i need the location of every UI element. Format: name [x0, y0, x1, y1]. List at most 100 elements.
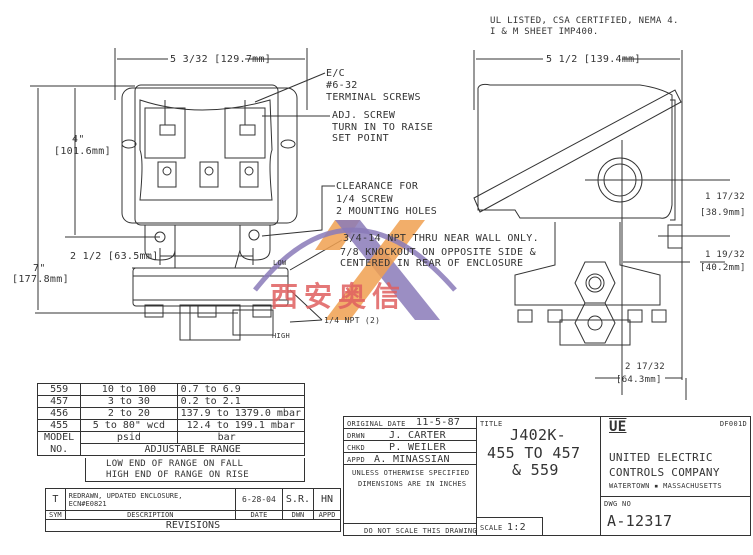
watermark-logo: 西安奥信 — [253, 220, 457, 320]
psid-cell: 10 to 100 — [80, 383, 178, 396]
drwn-label: DRWN — [347, 432, 366, 440]
rev-description-2: ECN#E0821 — [68, 499, 107, 508]
table-header-row: NO.ADJUSTABLE RANGE — [36, 443, 305, 456]
appd-row: APPD A. MINASSIAN — [343, 452, 477, 465]
scale-note: DO NOT SCALE THIS DRAWING — [364, 527, 477, 535]
title-block-company: UE DF001D UNITED ELECTRIC CONTROLS COMPA… — [600, 416, 751, 536]
title-line-1: J402K- — [510, 426, 566, 444]
rev-appd: HN — [313, 488, 341, 511]
adj-callout-3: SET POINT — [332, 133, 389, 144]
npt-callout-1: 3/4-14 NPT THRU NEAR WALL ONLY. — [343, 233, 539, 244]
npt-callout-2: 7/8 KNOCKOUT ON OPPOSITE SIDE & — [340, 247, 536, 258]
scale-note-row: DO NOT SCALE THIS DRAWING — [343, 523, 477, 536]
appd-header: APPD — [313, 510, 341, 520]
model-cell: 456 — [36, 407, 82, 420]
units-note-1: UNLESS OTHERWISE SPECIFIED — [352, 469, 470, 477]
side-sensor-body — [514, 222, 667, 346]
low-end-note: LOW END OF RANGE ON FALL — [106, 459, 244, 469]
front-enclosure — [121, 84, 298, 226]
low-port-label: LOW — [273, 259, 287, 267]
table-header-row: SYM DESCRIPTION DATE DWN APPD — [45, 510, 341, 520]
company-name-2: CONTROLS COMPANY — [609, 466, 720, 479]
high-port-label: HIGH — [272, 332, 291, 340]
doc-code: DF001D — [719, 420, 747, 428]
model-header: MODEL — [36, 431, 82, 444]
title-line-3: & 559 — [512, 461, 559, 479]
dwg-no-box: DWG NO A-12317 — [600, 496, 751, 536]
npt-port-label: 1/4 NPT (2) — [324, 316, 381, 325]
side-width-dimension — [473, 50, 683, 380]
dim-a-mm: [38.9mm] — [700, 208, 746, 218]
front-width-label: 5 3/32 [129.7mm] — [170, 54, 272, 65]
terminal-callout-1: E/C — [326, 68, 345, 79]
front-height-dimensions — [30, 85, 254, 314]
description-header: DESCRIPTION — [64, 510, 236, 520]
dim-c-mm: [64.3mm] — [616, 375, 662, 385]
original-date: 11-5-87 — [416, 417, 461, 428]
chkd-name: P. WEILER — [389, 442, 446, 453]
chkd-label: CHKD — [347, 444, 366, 452]
date-header: DATE — [234, 510, 283, 520]
scale-value: 1:2 — [507, 522, 526, 533]
psid-header: psid — [80, 431, 178, 444]
title-block-title: TITLE J402K- 455 TO 457 & 559 SCALE 1:2 — [476, 416, 601, 536]
total-height-label: 7" — [33, 263, 46, 274]
units-note-2: DIMENSIONS ARE IN INCHES — [358, 480, 467, 488]
original-date-label: ORIGINAL DATE — [347, 420, 406, 428]
adj-callout-1: ADJ. SCREW — [332, 110, 396, 121]
psid-cell: 3 to 30 — [80, 395, 178, 408]
dim-a-label: 1 17/32 — [705, 192, 746, 202]
title-label: TITLE — [480, 420, 503, 428]
clearance-callout-2: 1/4 SCREW — [336, 194, 393, 205]
total-height-mm: [177.8mm] — [12, 274, 69, 285]
hole-spacing-label: 2 1/2 [63.5mm] — [70, 251, 159, 262]
dim-c-label: 2 17/32 — [625, 362, 666, 372]
ue-logo: UE — [609, 419, 627, 435]
manual-note: I & M SHEET IMP400. — [490, 27, 599, 37]
adj-callout-2: TURN IN TO RAISE — [332, 122, 434, 133]
rev-description-1: REDRAWN, UPDATED ENCLOSURE, — [68, 491, 183, 500]
scale-box: SCALE 1:2 — [476, 517, 543, 536]
rev-description: REDRAWN, UPDATED ENCLOSURE,ECN#E0821 — [64, 488, 236, 511]
appd-name: A. MINASSIAN — [374, 454, 450, 465]
dim-b-label: 1 19/32 — [705, 250, 746, 260]
rev-sym: T — [45, 488, 66, 511]
bar-cell: 12.4 to 199.1 mbar — [176, 419, 306, 432]
side-width-label: 5 1/2 [139.4mm] — [546, 54, 641, 65]
model-cell: 457 — [36, 395, 82, 408]
sym-header: SYM — [45, 510, 66, 520]
table-row: T REDRAWN, UPDATED ENCLOSURE,ECN#E0821 6… — [45, 488, 341, 511]
range-notes: LOW END OF RANGE ON FALL HIGH END OF RAN… — [85, 458, 305, 482]
upper-height-label: 4" — [72, 134, 85, 145]
model-cell: 559 — [36, 383, 82, 396]
scale-label: SCALE — [480, 524, 503, 532]
model-header: NO. — [36, 443, 82, 456]
terminal-callout-3: TERMINAL SCREWS — [326, 92, 421, 103]
psid-cell: 5 to 80" wcd — [80, 419, 178, 432]
dim-b-mm: [40.2mm] — [700, 263, 746, 273]
side-enclosure — [473, 83, 730, 400]
title-line-2: 455 TO 457 — [487, 444, 581, 462]
bar-cell: 0.2 to 2.1 — [176, 395, 306, 408]
company-location: WATERTOWN ▪ MASSACHUSETTS — [609, 482, 722, 490]
svg-text:西安奥信: 西安奥信 — [270, 280, 406, 313]
dwn-header: DWN — [281, 510, 315, 520]
psid-cell: 2 to 20 — [80, 407, 178, 420]
appd-label: APPD — [347, 456, 366, 464]
clearance-callout-3: 2 MOUNTING HOLES — [336, 206, 438, 217]
table-title-row: REVISIONS — [45, 519, 341, 532]
front-sensor-body — [132, 267, 289, 341]
npt-callout-3: CENTERED IN REAR OF ENCLOSURE — [340, 258, 524, 269]
bar-cell: 0.7 to 6.9 — [176, 383, 306, 396]
dwg-no-label: DWG NO — [604, 500, 632, 508]
revisions-title: REVISIONS — [45, 519, 341, 532]
company-name-1: UNITED ELECTRIC — [609, 451, 713, 464]
certification-note: UL LISTED, CSA CERTIFIED, NEMA 4. — [490, 16, 679, 26]
model-cell: 455 — [36, 419, 82, 432]
